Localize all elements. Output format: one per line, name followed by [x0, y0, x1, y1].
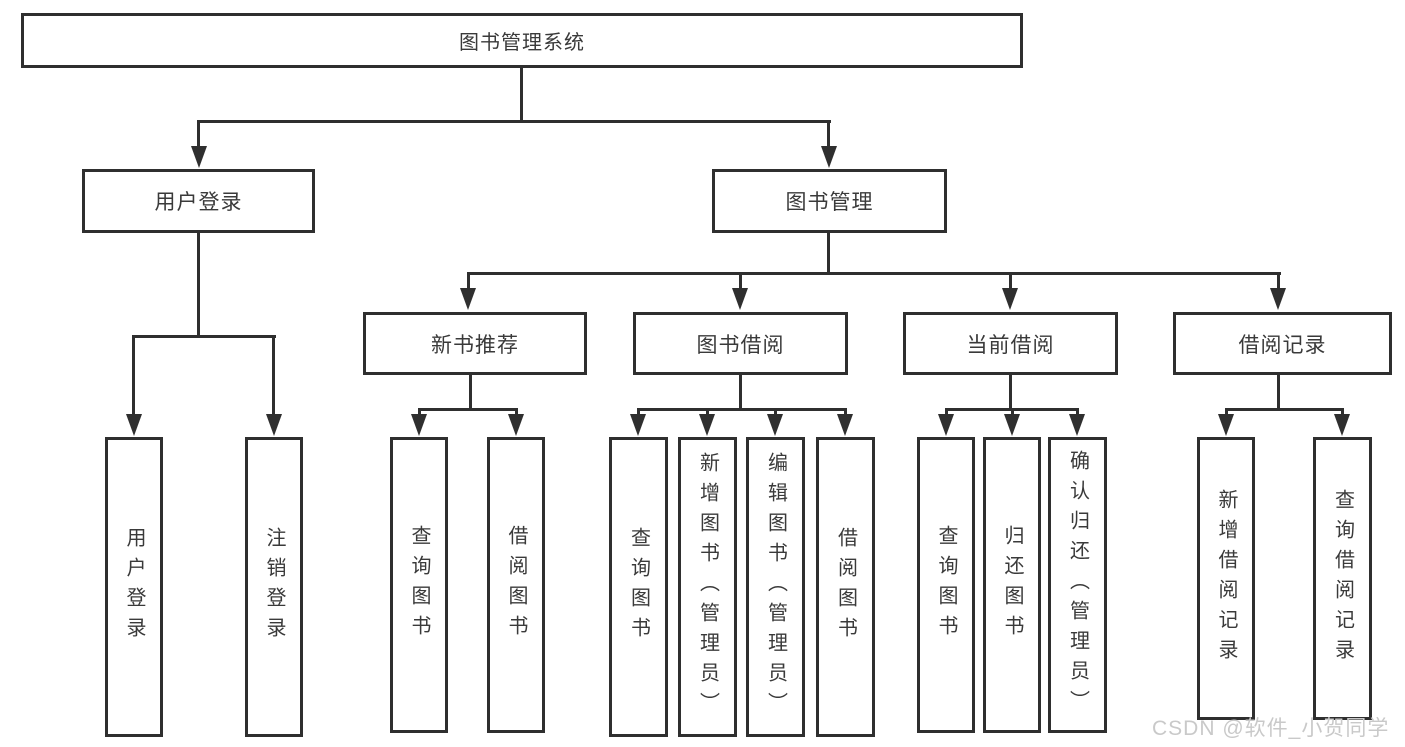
node-label: 新增图书（管理员）	[696, 452, 719, 722]
connector-line	[774, 408, 777, 416]
arrow-down-icon	[1004, 414, 1020, 436]
node-label: 当前借阅	[966, 333, 1055, 357]
leaf-return-books: 归还图书	[983, 437, 1041, 733]
arrow-down-icon	[767, 414, 783, 436]
node-book-borrow: 图书借阅	[633, 312, 848, 375]
connector-line	[1009, 375, 1012, 408]
node-label: 图书管理	[785, 191, 874, 214]
arrow-down-icon	[630, 414, 646, 436]
connector-line	[637, 408, 640, 416]
leaf-borrow-books-recommend: 借阅图书	[487, 437, 545, 733]
connector-line	[706, 408, 709, 416]
arrow-down-icon	[460, 288, 476, 310]
connector-line	[467, 272, 1281, 275]
connector-line	[637, 408, 847, 411]
node-label: 借阅图书	[834, 527, 857, 647]
connector-line	[418, 408, 518, 411]
connector-line	[1076, 408, 1079, 416]
connector-line	[1341, 408, 1344, 416]
connector-line	[469, 375, 472, 408]
node-label: 注销登录	[263, 527, 285, 647]
leaf-edit-books-admin: 编辑图书（管理员）	[746, 437, 805, 737]
connector-line	[1225, 408, 1344, 411]
arrow-down-icon	[1334, 414, 1350, 436]
node-label: 编辑图书（管理员）	[764, 452, 787, 722]
connector-line	[197, 120, 831, 123]
connector-line	[272, 335, 275, 415]
csdn-watermark: CSDN @软件_小贺同学	[1152, 717, 1390, 740]
node-label: 查询借阅记录	[1331, 488, 1354, 669]
connector-line	[197, 120, 200, 148]
leaf-logout: 注销登录	[245, 437, 303, 737]
arrow-down-icon	[1002, 288, 1018, 310]
arrow-down-icon	[191, 146, 207, 168]
node-label: 查询图书	[627, 527, 650, 647]
arrow-down-icon	[266, 414, 282, 436]
arrow-down-icon	[821, 146, 837, 168]
arrow-down-icon	[1218, 414, 1234, 436]
connector-line	[1277, 375, 1280, 408]
arrow-down-icon	[126, 414, 142, 436]
arrow-down-icon	[732, 288, 748, 310]
leaf-user-login: 用户登录	[105, 437, 163, 737]
node-label: 查询图书	[935, 525, 957, 645]
arrow-down-icon	[837, 414, 853, 436]
node-borrow-records: 借阅记录	[1173, 312, 1392, 375]
leaf-query-books-current: 查询图书	[917, 437, 975, 733]
connector-line	[132, 335, 276, 338]
leaf-query-borrow-record: 查询借阅记录	[1313, 437, 1372, 720]
connector-line	[827, 120, 830, 148]
node-label: 图书管理系统	[459, 32, 585, 54]
arrow-down-icon	[699, 414, 715, 436]
connector-line	[945, 408, 948, 416]
leaf-add-borrow-record: 新增借阅记录	[1197, 437, 1255, 720]
connector-line	[520, 68, 523, 120]
connector-line	[1277, 272, 1280, 290]
connector-line	[827, 233, 830, 272]
leaf-borrow-books: 借阅图书	[816, 437, 875, 737]
connector-line	[1011, 408, 1014, 416]
connector-line	[1009, 272, 1012, 290]
arrow-down-icon	[938, 414, 954, 436]
node-user-login-branch: 用户登录	[82, 169, 315, 233]
node-new-book-recommend: 新书推荐	[363, 312, 587, 375]
arrow-down-icon	[508, 414, 524, 436]
connector-line	[844, 408, 847, 416]
node-label: 新增借阅记录	[1215, 488, 1237, 669]
node-label: 借阅记录	[1238, 333, 1327, 357]
connector-line	[197, 233, 200, 335]
connector-line	[515, 408, 518, 416]
leaf-query-books-borrow: 查询图书	[609, 437, 668, 737]
connector-line	[132, 335, 135, 415]
node-book-mgmt-branch: 图书管理	[712, 169, 947, 233]
node-label: 归还图书	[1001, 525, 1023, 645]
node-label: 新书推荐	[431, 333, 519, 357]
leaf-confirm-return-admin: 确认归还（管理员）	[1048, 437, 1107, 733]
node-label: 用户登录	[154, 191, 243, 214]
node-root: 图书管理系统	[21, 13, 1023, 68]
connector-line	[739, 272, 742, 290]
connector-line	[739, 375, 742, 408]
node-current-borrow: 当前借阅	[903, 312, 1118, 375]
node-label: 图书借阅	[696, 333, 785, 357]
arrow-down-icon	[1069, 414, 1085, 436]
connector-line	[418, 408, 421, 416]
node-label: 确认归还（管理员）	[1066, 450, 1089, 720]
node-label: 查询图书	[408, 525, 430, 645]
node-label: 用户登录	[123, 527, 145, 647]
connector-line	[1225, 408, 1228, 416]
node-label: 借阅图书	[505, 525, 527, 645]
leaf-query-books-recommend: 查询图书	[390, 437, 448, 733]
arrow-down-icon	[411, 414, 427, 436]
leaf-add-books-admin: 新增图书（管理员）	[678, 437, 737, 737]
arrow-down-icon	[1270, 288, 1286, 310]
connector-line	[467, 272, 470, 290]
